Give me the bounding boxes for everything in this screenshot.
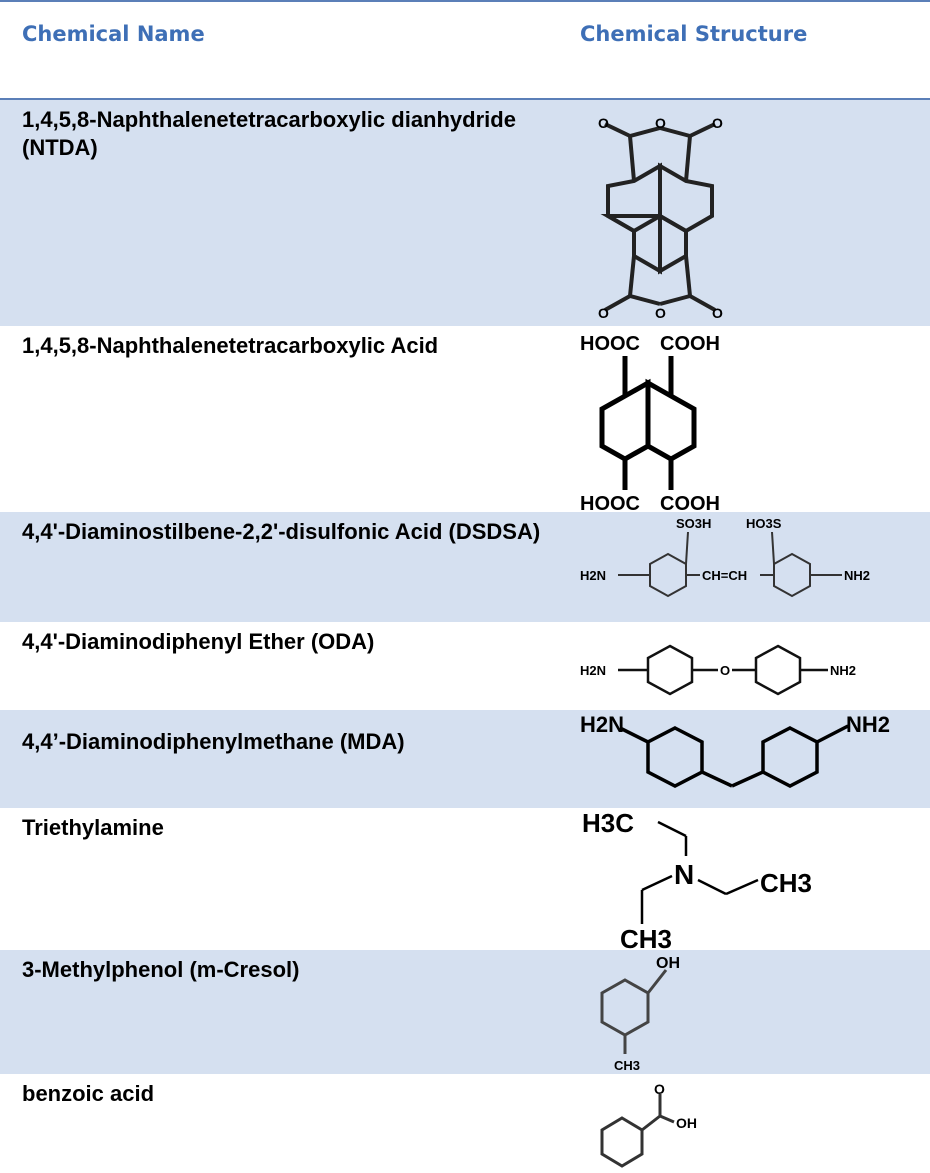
svg-text:O: O (655, 115, 666, 131)
svg-text:CH3: CH3 (760, 868, 812, 898)
svg-text:H3C: H3C (582, 808, 634, 838)
chemical-name: 4,4'-Diaminodiphenyl Ether (ODA) (22, 629, 375, 654)
svg-text:O: O (712, 115, 723, 131)
svg-text:COOH: COOH (660, 493, 720, 515)
chemical-name: 4,4’-Diaminodiphenylmethane (MDA) (22, 729, 405, 754)
svg-text:HOOC: HOOC (580, 333, 640, 355)
dsdsa-structure: H2N SO3H HO3S CH=CH NH2 (580, 516, 870, 598)
table-row-oda: 4,4'-Diaminodiphenyl Ether (ODA) H2N O N… (0, 622, 930, 710)
chemical-name: 4,4'-Diaminostilbene-2,2'-disulfonic Aci… (22, 519, 541, 544)
table-row-ntda: 1,4,5,8-Naphthalenetetracarboxylic dianh… (0, 100, 930, 326)
table-top-border (0, 0, 930, 2)
chemical-name: 1,4,5,8-Naphthalenetetracarboxylic Acid (22, 333, 439, 358)
svg-text:H2N: H2N (580, 712, 624, 737)
svg-text:H2N: H2N (580, 568, 606, 583)
chemical-name: 3-Methylphenol (m-Cresol) (22, 957, 300, 982)
svg-text:NH2: NH2 (844, 568, 870, 583)
svg-text:O: O (598, 115, 609, 131)
svg-text:SO3H: SO3H (676, 516, 711, 531)
header-divider (0, 98, 930, 100)
table-row-ntca: 1,4,5,8-Naphthalenetetracarboxylic Acid … (0, 326, 930, 515)
svg-text:O: O (654, 1081, 665, 1097)
benzoic-acid-structure: O OH (600, 1081, 697, 1168)
svg-text:CH3: CH3 (614, 1058, 640, 1073)
table-row-dsdsa: 4,4'-Diaminostilbene-2,2'-disulfonic Aci… (0, 512, 930, 622)
svg-text:O: O (655, 305, 666, 321)
svg-text:HO3S: HO3S (746, 516, 782, 531)
table-row-m-cresol: 3-Methylphenol (m-Cresol) OH CH3 (0, 950, 930, 1074)
svg-text:CH3: CH3 (620, 924, 672, 954)
svg-text:O: O (598, 305, 609, 321)
svg-text:COOH: COOH (660, 333, 720, 355)
table-row-triethylamine: Triethylamine H3C N CH3 CH3 (0, 808, 930, 954)
svg-text:H2N: H2N (580, 663, 606, 678)
chemical-name: 1,4,5,8-Naphthalenetetracarboxylic dianh… (22, 107, 516, 160)
column-header-chemical-name: Chemical Name (22, 22, 205, 46)
svg-text:NH2: NH2 (846, 712, 890, 737)
svg-text:O: O (712, 305, 723, 321)
svg-text:OH: OH (656, 955, 680, 972)
oda-structure: H2N O NH2 (580, 644, 856, 696)
svg-text:OH: OH (676, 1115, 697, 1131)
ntda-structure: O O O O O O (598, 115, 723, 321)
svg-text:CH=CH: CH=CH (702, 568, 747, 583)
chemical-name: Triethylamine (22, 815, 164, 840)
column-header-chemical-structure: Chemical Structure (580, 22, 808, 46)
svg-text:NH2: NH2 (830, 663, 856, 678)
chemical-name: benzoic acid (22, 1081, 155, 1106)
triethylamine-structure: H3C N CH3 CH3 (582, 808, 812, 954)
svg-text:N: N (674, 859, 694, 890)
mda-structure: H2N NH2 (580, 712, 890, 788)
m-cresol-structure: OH CH3 (600, 955, 680, 1073)
table-row-mda: 4,4’-Diaminodiphenylmethane (MDA) H2N NH… (0, 710, 930, 808)
ntca-structure: HOOC COOH HOOC COOH (580, 333, 720, 515)
table-row-benzoic-acid: benzoic acid O OH (0, 1074, 930, 1173)
svg-text:HOOC: HOOC (580, 493, 640, 515)
svg-text:O: O (720, 663, 730, 678)
